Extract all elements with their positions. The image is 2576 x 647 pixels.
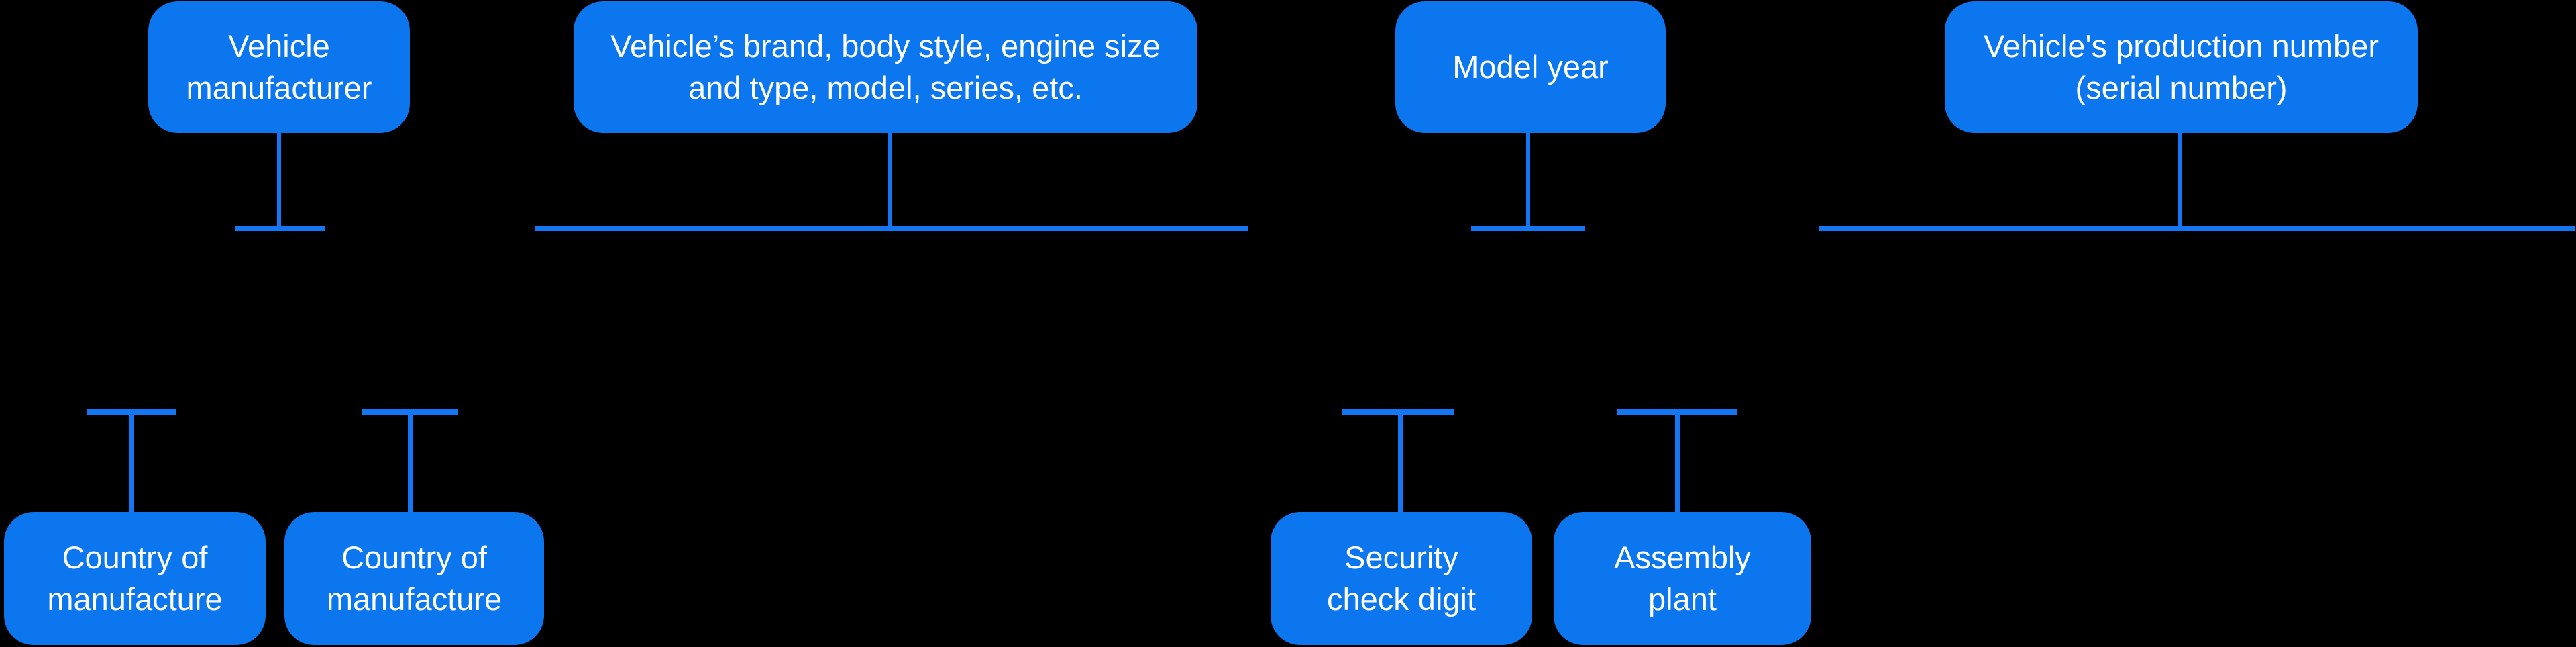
node-vehicle-manufacturer-label: Vehicle manufacturer [186,28,372,105]
node-assembly-plant-label: Assembly plant [1614,540,1751,617]
connector-stem-country-of-manufacture-2 [408,412,413,512]
node-assembly-plant: Assembly plant [1554,512,1811,645]
node-production-number: Vehicle's production number (serial numb… [1945,1,2418,133]
connector-stem-model-year [1526,133,1530,228]
connector-stem-security-check-digit [1398,412,1403,512]
underline-bar-production-number [1819,226,2575,231]
node-country-of-manufacture-2: Country of manufacture [284,512,544,645]
connector-stem-vehicle-manufacturer [277,133,281,228]
node-country-of-manufacture-1-label: Country of manufacture [47,540,223,617]
connector-stem-vehicle-brand-details [888,133,892,228]
node-country-of-manufacture-2-label: Country of manufacture [326,540,502,617]
node-production-number-label: Vehicle's production number (serial numb… [1984,28,2379,105]
underline-bar-model-year [1471,226,1585,231]
node-model-year: Model year [1395,1,1666,133]
node-country-of-manufacture-1: Country of manufacture [4,512,266,645]
node-security-check-digit-label: Security check digit [1326,540,1477,617]
connector-stem-country-of-manufacture-1 [129,412,134,512]
connector-stem-assembly-plant [1675,412,1680,512]
node-security-check-digit: Security check digit [1271,512,1532,645]
node-vehicle-brand-details-label: Vehicle’s brand, body style, engine size… [610,28,1161,105]
underline-bar-vehicle-manufacturer [235,226,325,231]
underline-bar-vehicle-brand-details [535,226,1248,231]
connector-stem-production-number [2178,133,2182,228]
node-vehicle-brand-details: Vehicle’s brand, body style, engine size… [574,1,1197,133]
node-vehicle-manufacturer: Vehicle manufacturer [148,1,410,133]
overline-bar-security-check-digit [1342,409,1454,415]
node-model-year-label: Model year [1452,49,1609,85]
